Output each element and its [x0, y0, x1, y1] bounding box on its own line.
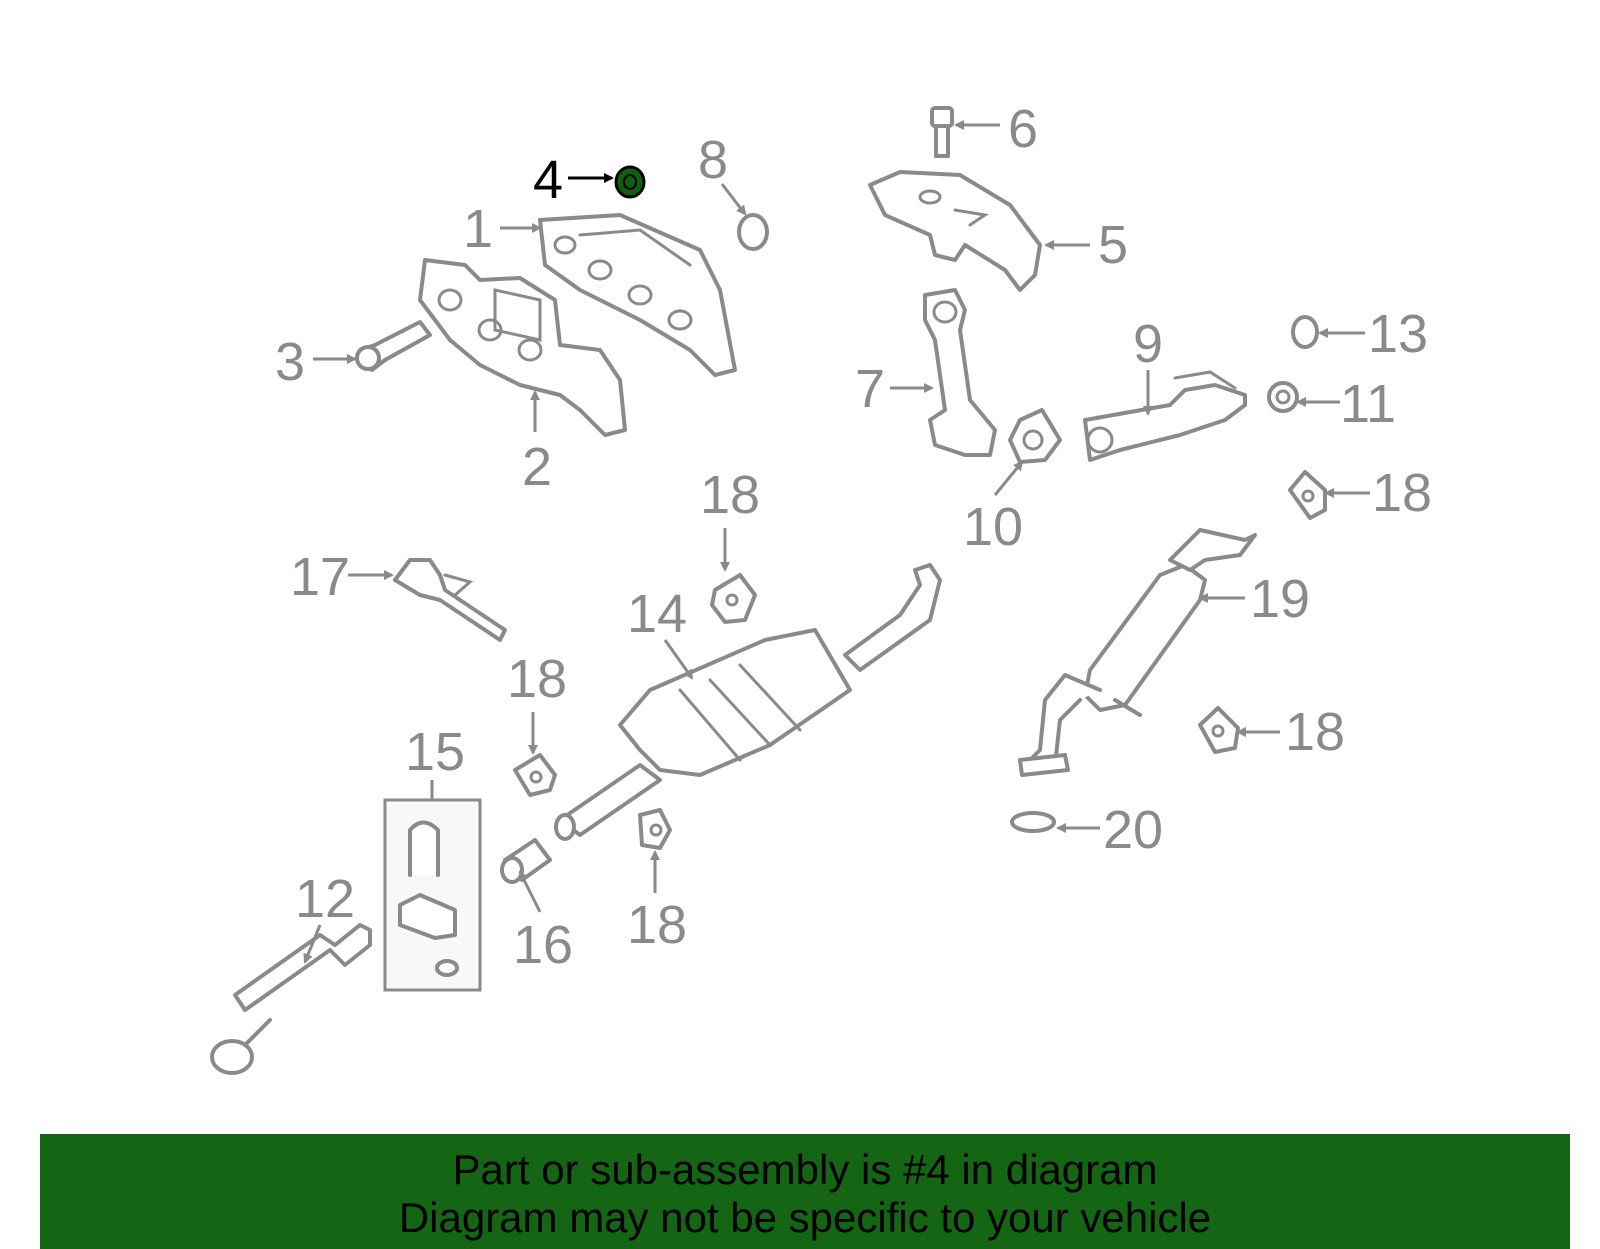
part-15-clamp-kit[interactable] [383, 798, 482, 992]
callout-3: 3 [275, 332, 305, 392]
arrow-10 [993, 460, 1024, 496]
callout-7: 7 [855, 359, 885, 419]
callout-11: 11 [1340, 374, 1396, 434]
part-13-ring[interactable] [1291, 315, 1319, 349]
callout-18d: 18 [1372, 463, 1432, 523]
part-18-hanger-d[interactable] [1288, 470, 1327, 520]
part-5-heat-shield[interactable] [868, 170, 1042, 292]
part-2-gasket[interactable] [418, 258, 627, 437]
part-4-nut[interactable] [614, 165, 646, 199]
callout-4: 4 [533, 150, 563, 210]
part-1-manifold[interactable] [538, 213, 737, 377]
part-11-nut[interactable] [1267, 381, 1299, 413]
callout-10: 10 [963, 497, 1023, 557]
arrow-12 [303, 924, 322, 964]
callout-18b: 18 [507, 649, 567, 709]
callout-17: 17 [290, 547, 350, 607]
callout-8: 8 [698, 130, 728, 190]
part-18-hanger-e[interactable] [1198, 706, 1240, 754]
banner-line-2: Diagram may not be specific to your vehi… [398, 1194, 1212, 1241]
part-8-ring[interactable] [737, 213, 769, 251]
callout-18a: 18 [700, 465, 760, 525]
part-18-hanger-a[interactable] [710, 573, 757, 624]
callout-6: 6 [1008, 99, 1038, 159]
callout-9: 9 [1133, 314, 1163, 374]
part-6-bolt[interactable] [930, 106, 954, 158]
callout-18e: 18 [1285, 702, 1345, 762]
part-7-pipe[interactable] [923, 288, 997, 457]
part-20-gasket[interactable] [1010, 811, 1056, 833]
banner-line-1: Part or sub-assembly is #4 in diagram [452, 1146, 1158, 1193]
info-banner: Part or sub-assembly is #4 in diagram Di… [40, 1134, 1570, 1249]
part-14-muffler[interactable] [554, 563, 942, 841]
part-10-gasket[interactable] [1008, 408, 1062, 464]
part-12-converter[interactable] [210, 923, 372, 1075]
part-17-bracket[interactable] [393, 558, 507, 642]
callout-2: 2 [522, 437, 552, 497]
arrow-16 [518, 870, 542, 913]
part-19-muffler[interactable] [1018, 528, 1257, 777]
callout-16: 16 [513, 915, 573, 975]
arrow-14 [663, 639, 694, 680]
callout-18c: 18 [627, 895, 687, 955]
part-9-pipe[interactable] [1083, 370, 1247, 462]
part-16-sleeve[interactable] [500, 838, 552, 884]
arrow-8 [720, 183, 747, 216]
part-18-hanger-b[interactable] [513, 753, 557, 797]
callout-12: 12 [295, 869, 355, 929]
part-3-bolt[interactable] [355, 320, 432, 372]
callout-20: 20 [1103, 800, 1163, 860]
callout-13: 13 [1368, 304, 1428, 364]
callout-15: 15 [405, 722, 465, 782]
part-18-hanger-c[interactable] [638, 808, 672, 850]
callout-1: 1 [463, 199, 493, 259]
exhaust-parts-diagram: 1 2 3 4 5 6 7 8 9 10 11 12 13 14 15 16 1… [210, 99, 1432, 1075]
callout-19: 19 [1250, 569, 1310, 629]
callout-5: 5 [1098, 215, 1128, 275]
callout-14: 14 [627, 584, 687, 644]
